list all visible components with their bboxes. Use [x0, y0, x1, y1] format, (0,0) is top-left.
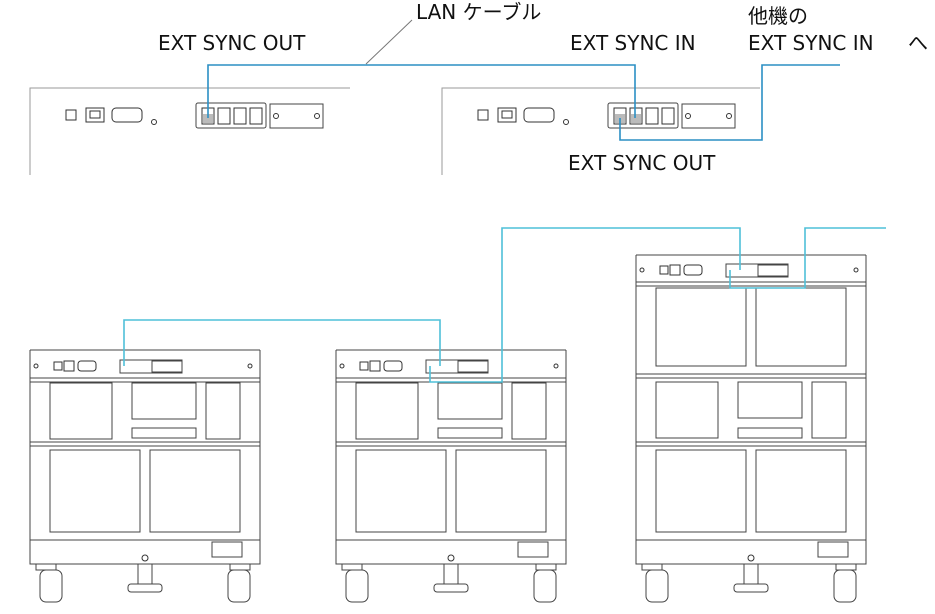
- rear-panel-right: [441, 87, 760, 175]
- other-unit-arrow-label: へ: [908, 31, 928, 55]
- ext-sync-out-lower-label: EXT SYNC OUT: [568, 151, 716, 175]
- cabinet-unit-2: [335, 349, 567, 603]
- lan-cable-unit3-to-other: [729, 227, 886, 289]
- lan-cable-leader-line: [365, 19, 413, 65]
- rear-panel-left: [29, 87, 350, 175]
- lan-cable-label: LAN ケーブル: [416, 0, 541, 24]
- lan-cable-to-other-unit: [619, 64, 840, 141]
- ext-sync-out-label: EXT SYNC OUT: [158, 31, 306, 55]
- other-unit-label: 他機の: [748, 4, 808, 28]
- lan-cable-unit2-to-unit3: [429, 227, 741, 383]
- lan-cable-top: [207, 64, 636, 118]
- lan-cable-unit1-to-unit2: [123, 319, 441, 366]
- other-unit-ext-sync-in-label: EXT SYNC IN: [748, 31, 874, 55]
- ext-sync-in-label: EXT SYNC IN: [570, 31, 696, 55]
- cabinet-unit-1: [29, 349, 261, 603]
- cabinet-unit-3: [635, 254, 867, 603]
